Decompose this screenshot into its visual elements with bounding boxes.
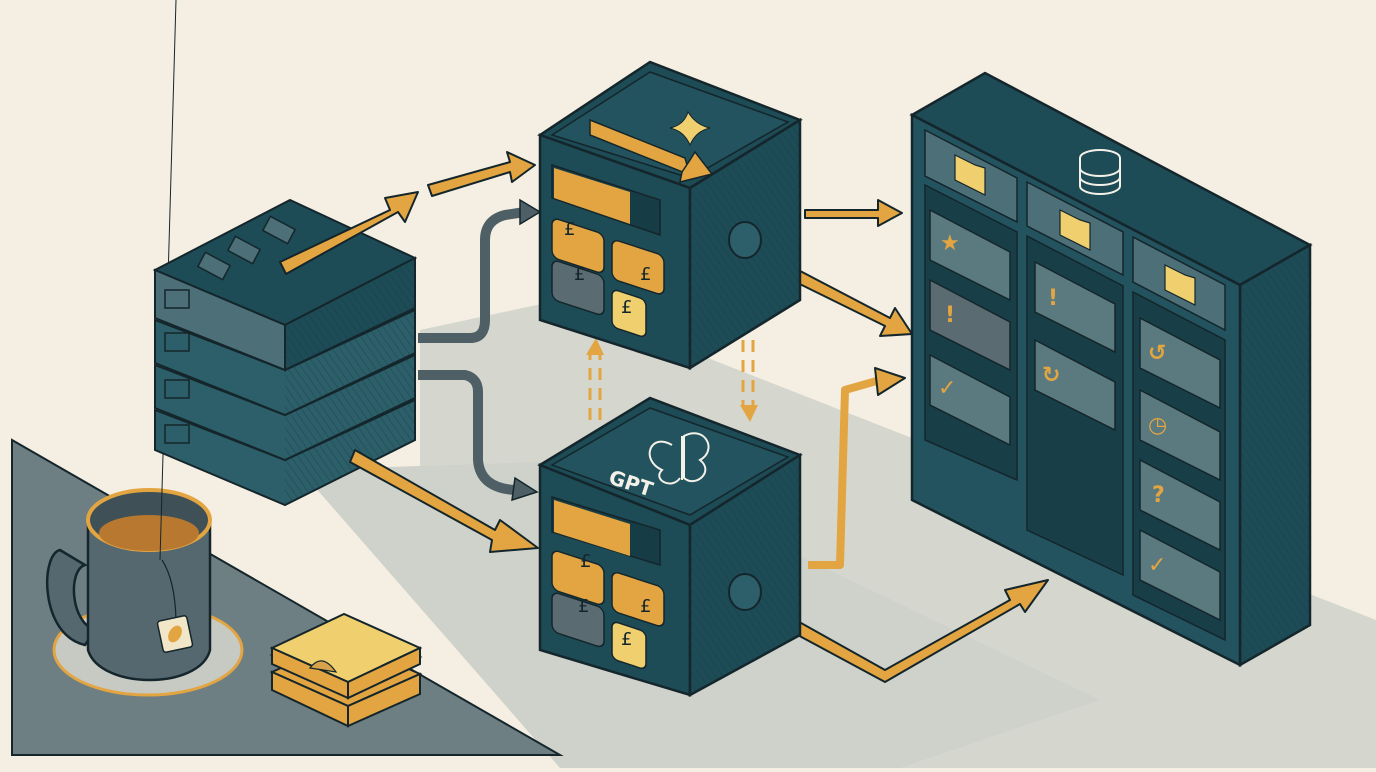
card-star (929, 208, 1011, 302)
star-button (611, 239, 665, 295)
card-check (1139, 528, 1221, 622)
exclamation-icon: ! (945, 303, 955, 328)
clock-icon: ◷ (1148, 413, 1167, 438)
pound-label: £ (580, 551, 591, 572)
pound-button (611, 289, 647, 338)
pound-label: £ (564, 219, 575, 240)
folder-check-icon (1164, 264, 1196, 306)
check-icon: ✓ (938, 376, 956, 401)
pound-button (611, 621, 647, 670)
card-exclamation (1034, 260, 1116, 354)
card-check (929, 353, 1011, 447)
storage-cabinet: ★ ! ✓ ! ↻ ↺ ◷ ? ✓ (909, 71, 1313, 668)
pound-label: £ (640, 596, 651, 617)
envelope-icon (261, 215, 297, 245)
star-icon: ★ (940, 231, 960, 256)
question-icon: ? (1152, 483, 1165, 508)
envelope-icon (196, 251, 232, 281)
pound-label: £ (621, 297, 632, 318)
sparkle-icon (669, 110, 711, 147)
file-cards (929, 208, 1221, 622)
envelope-icon (164, 379, 190, 399)
arrow-head-icon (586, 338, 604, 355)
envelope-icon (164, 332, 190, 352)
arrow-head-icon (511, 476, 539, 502)
question-button (551, 260, 605, 316)
processor-gpt: GPT £ £ £ £ (537, 396, 803, 698)
folder-check-icon (954, 154, 986, 196)
dashed-arrows (588, 340, 755, 420)
arrow-head-icon (519, 198, 542, 226)
output-port (728, 221, 762, 259)
folder-icon (1059, 209, 1091, 251)
up-arrow-button (551, 592, 605, 648)
inbox-stack (152, 198, 418, 507)
database-icon (1079, 149, 1121, 195)
card-refresh (1034, 338, 1116, 432)
brain-icon (648, 432, 710, 485)
pound-label: £ (578, 596, 589, 617)
pound-label: £ (640, 264, 651, 285)
refresh-button (551, 550, 605, 606)
exclamation-button (611, 571, 665, 627)
button-grid: £ £ £ £ (551, 218, 665, 338)
mug-icon (45, 0, 244, 697)
processor-top: £ £ £ £ (537, 60, 803, 371)
card-question (1139, 458, 1221, 552)
output-port (728, 573, 762, 611)
envelope-icon (164, 424, 190, 444)
arrow-head-icon (740, 405, 758, 422)
refresh-icon: ↻ (1042, 363, 1060, 388)
pound-label: £ (621, 629, 632, 650)
sticky-notes-icon (269, 612, 423, 728)
envelope-icon (164, 289, 190, 309)
clock-button (551, 218, 605, 274)
check-icon: ✓ (1148, 553, 1166, 578)
history-icon: ↺ (1148, 341, 1166, 366)
card-exclamation (929, 278, 1011, 372)
card-clock (1139, 388, 1221, 482)
exclamation-icon: ! (1048, 286, 1058, 311)
gray-connectors (418, 207, 526, 495)
pound-label: £ (574, 264, 585, 285)
card-history (1139, 316, 1221, 410)
envelope-icon (226, 235, 262, 265)
card-glyphs: ★ ! ✓ ! ↻ ↺ ◷ ? ✓ (938, 231, 1167, 578)
button-grid: £ £ £ £ (551, 550, 665, 670)
